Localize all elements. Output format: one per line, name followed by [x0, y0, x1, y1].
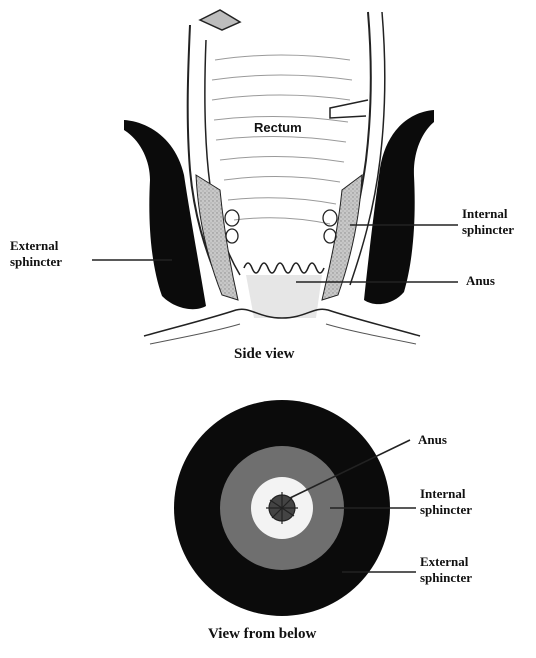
- internal-sphincter-label-side: Internal sphincter: [462, 206, 514, 238]
- anus-label-below: Anus: [418, 432, 447, 448]
- rectal-folds: [212, 55, 352, 224]
- perineum-skin-lower: [150, 324, 416, 344]
- external-sphincter-left: [124, 120, 206, 309]
- internal-sphincter-label-below-line2: sphincter: [420, 502, 472, 518]
- side-view-caption: Side view: [234, 346, 294, 362]
- external-sphincter-label-side-line1: External: [10, 238, 62, 254]
- internal-sphincter-label-below-line1: Internal: [420, 486, 472, 502]
- rectum-right-branch: [330, 100, 368, 118]
- external-sphincter-label-below: External sphincter: [420, 554, 472, 586]
- internal-sphincter-label-side-line1: Internal: [462, 206, 514, 222]
- external-sphincter-label-below-line1: External: [420, 554, 472, 570]
- side-view-illustration: [92, 10, 458, 344]
- internal-sphincter-label-below: Internal sphincter: [420, 486, 472, 518]
- anus-label-side: Anus: [466, 273, 495, 289]
- dentate-line: [244, 263, 324, 273]
- below-view-illustration: [174, 400, 416, 616]
- rectum-label: Rectum: [254, 120, 302, 136]
- below-view-caption: View from below: [208, 626, 316, 642]
- external-sphincter-right: [364, 110, 434, 304]
- internal-sphincter-label-side-line2: sphincter: [462, 222, 514, 238]
- external-sphincter-label-side-line2: sphincter: [10, 254, 62, 270]
- external-sphincter-label-below-line2: sphincter: [420, 570, 472, 586]
- anal-cushions-left: [225, 210, 239, 243]
- rectum-top-left-fold: [200, 10, 240, 30]
- external-sphincter-label-side: External sphincter: [10, 238, 62, 270]
